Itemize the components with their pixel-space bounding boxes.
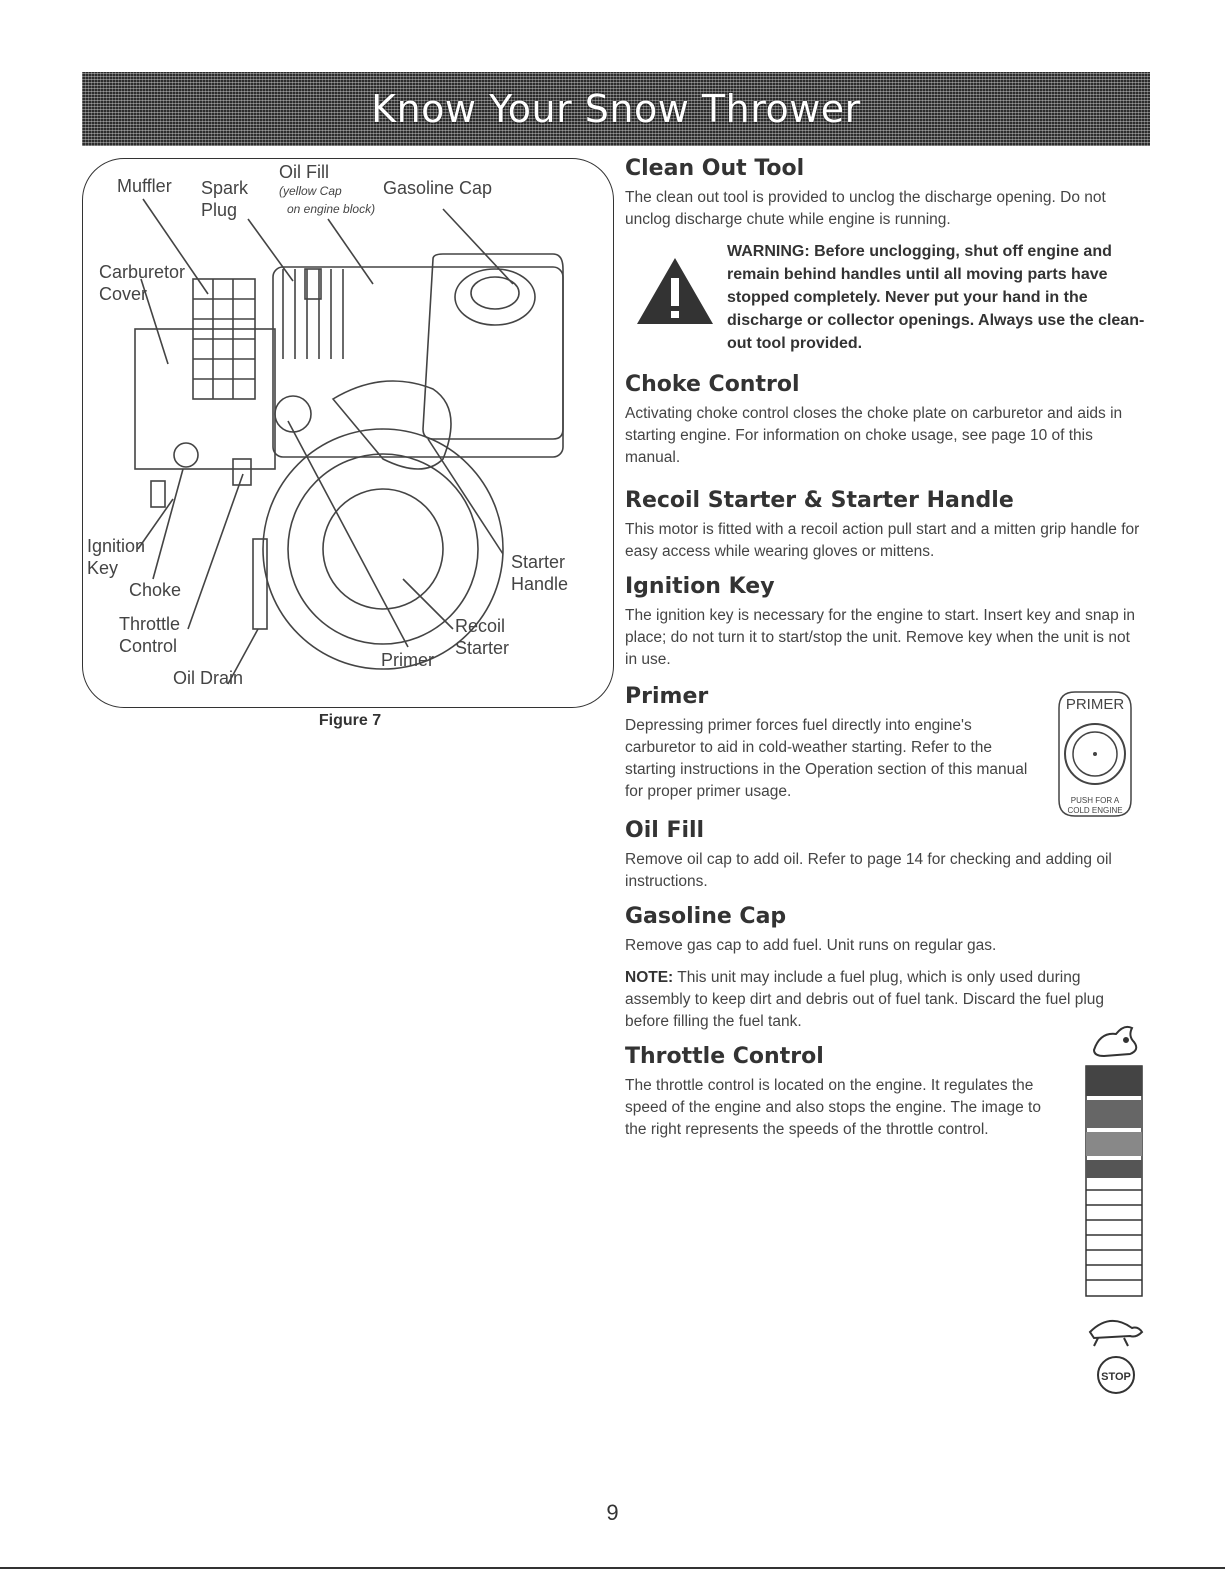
label-throttle: Throttle (119, 614, 181, 634)
label-oil-fill-note2: on engine block) (287, 202, 376, 216)
stop-sign-icon: STOP (1097, 1356, 1135, 1394)
section-body: The clean out tool is provided to unclog… (625, 189, 1106, 228)
label-recoil: Recoil (455, 616, 506, 636)
section-body: Remove oil cap to add oil. Refer to page… (625, 851, 1112, 890)
section-body: This motor is fitted with a recoil actio… (625, 521, 1140, 560)
section-title: Throttle Control (625, 1044, 824, 1069)
section-recoil-starter: Recoil Starter & Starter Handle This mot… (625, 488, 1145, 563)
section-ignition-key: Ignition Key The ignition key is necessa… (625, 574, 1145, 671)
note-label: NOTE: (625, 969, 674, 986)
section-oil-fill: Oil Fill Remove oil cap to add oil. Refe… (625, 818, 1145, 893)
rabbit-icon (1092, 1025, 1138, 1058)
figure-caption: Figure 7 (318, 712, 382, 729)
primer-bulb-icon (1058, 691, 1132, 817)
label-carburetor: Carburetor (99, 262, 186, 282)
label-plug: Plug (201, 200, 238, 220)
primer-graphic-sub2: COLD ENGINE (1067, 806, 1123, 815)
section-title: Oil Fill (625, 818, 705, 843)
label-recoil-starter: Starter (455, 638, 510, 658)
engine-illustration (134, 198, 564, 685)
section-gasoline-cap: Gasoline Cap Remove gas cap to add fuel.… (625, 904, 1145, 1033)
gasoline-note: NOTE: This unit may include a fuel plug,… (625, 967, 1145, 1033)
label-gasoline-cap: Gasoline Cap (383, 178, 493, 198)
label-oil-fill-note1: (yellow Cap (279, 184, 342, 198)
section-body: Remove gas cap to add fuel. Unit runs on… (625, 937, 997, 954)
label-choke: Choke (129, 580, 182, 600)
bottom-rule (0, 1567, 1225, 1569)
section-title: Primer (625, 684, 709, 709)
section-primer: Primer Depressing primer forces fuel dir… (625, 684, 1035, 803)
label-spark: Spark (201, 178, 249, 198)
stop-label: STOP (1101, 1371, 1131, 1383)
section-title: Ignition Key (625, 574, 775, 599)
label-oil-fill: Oil Fill (279, 162, 329, 182)
label-handle: Handle (511, 574, 569, 594)
section-choke-control: Choke Control Activating choke control c… (625, 372, 1145, 469)
label-control: Control (119, 636, 178, 656)
section-throttle-control: Throttle Control The throttle control is… (625, 1044, 1055, 1141)
section-title: Clean Out Tool (625, 156, 805, 181)
section-body: The throttle control is located on the e… (625, 1077, 1041, 1138)
section-body: Activating choke control closes the chok… (625, 405, 1123, 466)
section-clean-out-tool: Clean Out Tool The clean out tool is pro… (625, 156, 1145, 231)
section-body: Depressing primer forces fuel directly i… (625, 717, 1028, 800)
primer-graphic-sub1: PUSH FOR A (1070, 796, 1120, 805)
section-title: Choke Control (625, 372, 800, 397)
note-body: This unit may include a fuel plug, which… (625, 969, 1105, 1030)
label-key: Key (87, 558, 119, 578)
warning-box: WARNING: Before unclogging, shut off eng… (625, 240, 1145, 370)
section-title: Gasoline Cap (625, 904, 787, 929)
throttle-speed-icon: STOP (1085, 1025, 1144, 1394)
section-title: Recoil Starter & Starter Handle (625, 488, 1014, 513)
primer-graphic-label: PRIMER (1065, 696, 1125, 713)
warning-triangle-icon (637, 258, 713, 324)
section-body: The ignition key is necessary for the en… (625, 607, 1136, 668)
label-ignition: Ignition (87, 536, 146, 556)
label-cover: Cover (99, 284, 148, 304)
label-muffler: Muffler (117, 176, 172, 196)
warning-text: WARNING: Before unclogging, shut off eng… (727, 243, 1145, 352)
turtle-icon (1088, 1320, 1144, 1347)
label-primer: Primer (381, 650, 434, 670)
label-starter: Starter (511, 552, 566, 572)
page-banner: Know Your Snow Thrower (82, 72, 1150, 146)
page-title: Know Your Snow Thrower (371, 87, 861, 131)
label-oil-drain: Oil Drain (173, 668, 244, 688)
engine-figure: Muffler Spark Plug Oil Fill (yellow Cap … (82, 158, 614, 708)
page-number: 9 (606, 1500, 619, 1525)
